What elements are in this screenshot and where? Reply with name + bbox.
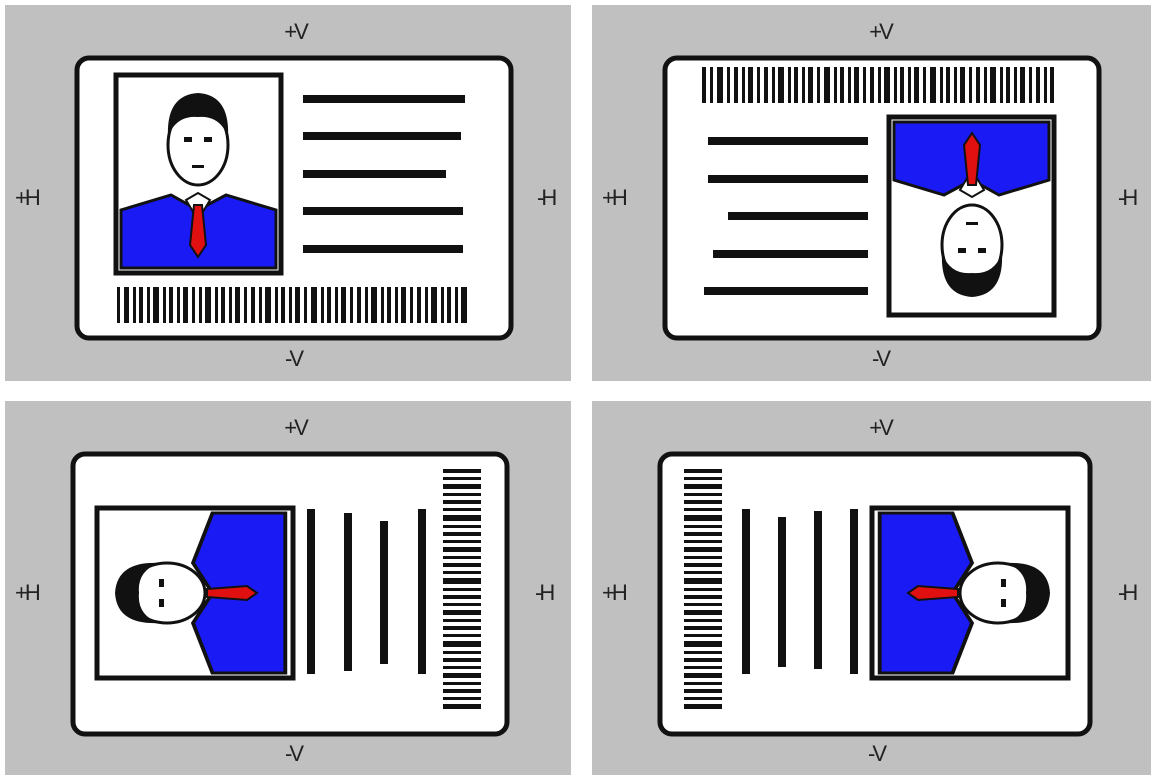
label-plus-v: +V xyxy=(869,21,891,43)
label-plus-v: +V xyxy=(284,417,306,439)
label-plus-v: +V xyxy=(284,21,306,43)
label-minus-v: -V xyxy=(285,348,301,370)
portrait-photo xyxy=(97,508,293,678)
portrait-photo xyxy=(889,117,1054,315)
label-minus-h: -H xyxy=(1118,187,1135,209)
label-minus-v: -V xyxy=(872,348,888,370)
panel-orientation-1: +V -V +H -H xyxy=(5,5,571,381)
card-diagram-4 xyxy=(592,401,1151,775)
card-diagram-1 xyxy=(5,5,571,381)
label-minus-v: -V xyxy=(868,743,884,765)
label-plus-h: +H xyxy=(15,187,38,209)
card-diagram-2 xyxy=(592,5,1151,381)
card-diagram-3 xyxy=(5,401,571,775)
label-minus-h: -H xyxy=(535,582,552,604)
panel-orientation-4: +V -V +H -H xyxy=(592,401,1151,775)
label-plus-h: +H xyxy=(602,187,625,209)
label-minus-h: -H xyxy=(1118,582,1135,604)
label-minus-v: -V xyxy=(285,743,301,765)
panel-orientation-2: +V -V +H -H xyxy=(592,5,1151,381)
label-plus-v: +V xyxy=(869,417,891,439)
portrait-photo xyxy=(116,75,281,273)
label-plus-h: +H xyxy=(15,582,38,604)
panel-orientation-3: +V -V +H -H xyxy=(5,401,571,775)
label-plus-h: +H xyxy=(602,582,625,604)
label-minus-h: -H xyxy=(537,187,554,209)
portrait-photo xyxy=(872,508,1068,678)
